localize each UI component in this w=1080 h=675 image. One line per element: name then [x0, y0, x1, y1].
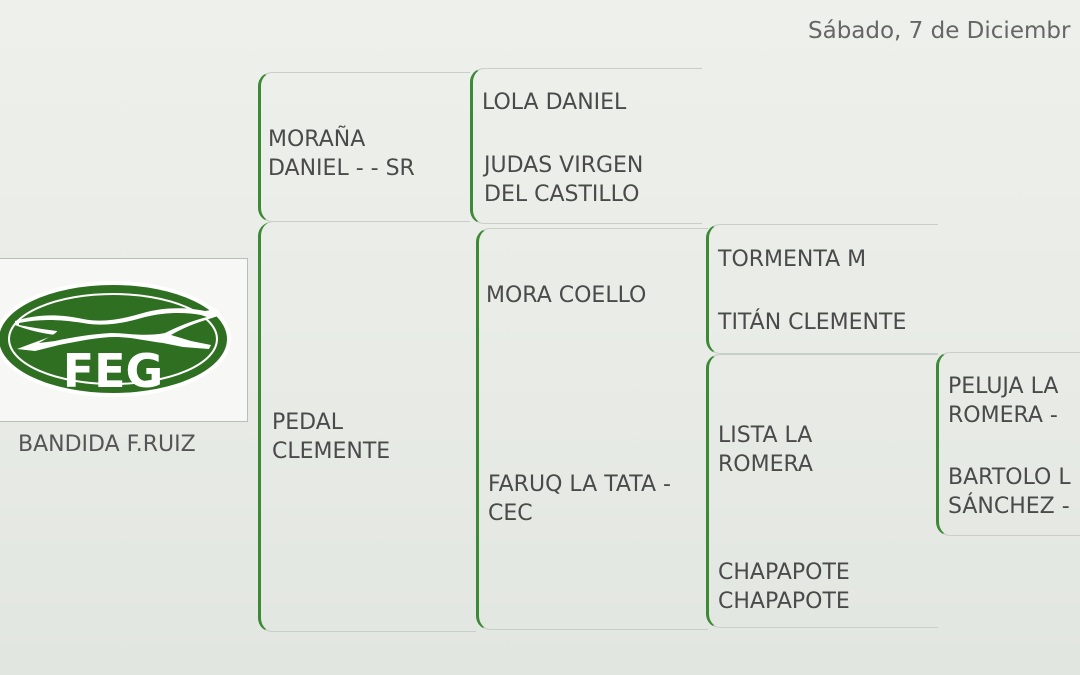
logo-text: FEG — [63, 344, 164, 398]
gen1-sire-name[interactable]: PEDAL CLEMENTE — [272, 410, 391, 464]
gen3-name-c[interactable]: LISTA LA ROMERA — [718, 423, 813, 477]
gen3-name-b[interactable]: TITÁN CLEMENTE — [718, 310, 907, 335]
gen1-dam-name[interactable]: MORAÑA DANIEL - - SR — [268, 127, 415, 181]
gen4-bracket — [936, 352, 1080, 536]
gen1-sire-bracket — [258, 222, 476, 632]
feg-logo-icon: FEG — [0, 281, 231, 398]
gen2-sire-dam-name[interactable]: MORA COELLO — [486, 283, 647, 308]
gen4-name-b[interactable]: BARTOLO L SÁNCHEZ - — [948, 465, 1071, 519]
dog-name: BANDIDA F.RUIZ — [18, 432, 196, 457]
date-label: Sábado, 7 de Diciembr — [808, 18, 1071, 44]
logo-box: FEG — [0, 258, 248, 422]
gen2-dam-sire-name[interactable]: JUDAS VIRGEN DEL CASTILLO — [484, 153, 644, 207]
gen3-name-d[interactable]: CHAPAPOTE CHAPAPOTE — [718, 560, 850, 614]
gen3-lower-bracket — [706, 354, 938, 628]
gen4-name-a[interactable]: PELUJA LA ROMERA - — [948, 374, 1059, 428]
gen2-upper-bracket — [470, 68, 702, 224]
gen3-name-a[interactable]: TORMENTA M — [718, 247, 867, 272]
gen1-dam-bracket — [258, 72, 470, 222]
gen2-dam-dam-name[interactable]: LOLA DANIEL — [482, 90, 627, 115]
gen2-sire-sire-name[interactable]: FARUQ LA TATA - CEC — [488, 472, 671, 526]
gen3-upper-bracket — [706, 224, 938, 354]
gen2-lower-bracket — [476, 228, 708, 630]
